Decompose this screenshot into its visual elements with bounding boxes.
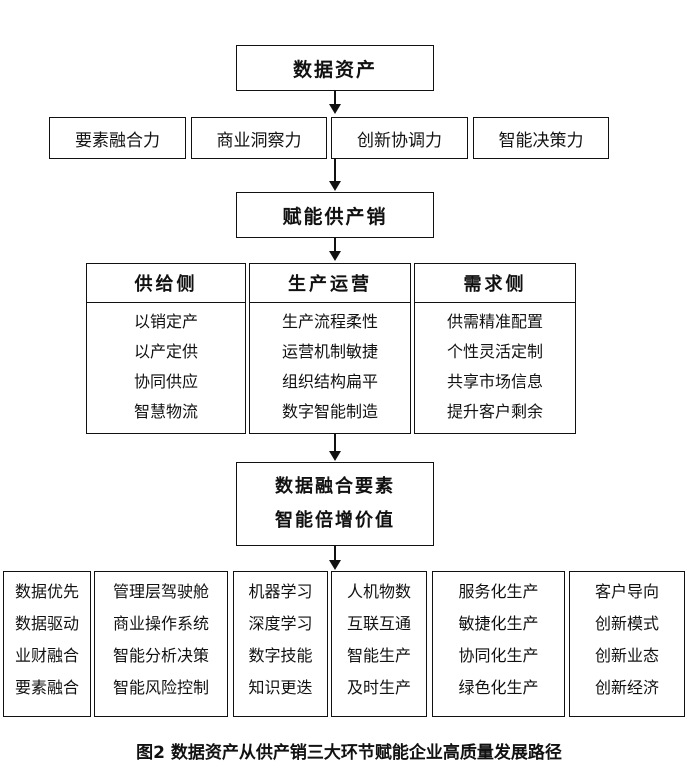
list-item: 数字智能制造 bbox=[281, 402, 378, 421]
column-title: 供给侧 bbox=[87, 264, 245, 303]
production-column: 生产运营 生产流程柔性 运营机制敏捷 组织结构扁平 数字智能制造 bbox=[249, 263, 411, 434]
column-title: 生产运营 bbox=[250, 264, 410, 303]
value-box: 数据融合要素 智能倍增价值 bbox=[236, 462, 434, 546]
list-item: 智能生产 bbox=[346, 646, 411, 665]
list-item: 生产流程柔性 bbox=[281, 312, 378, 331]
list-item: 创新经济 bbox=[594, 678, 659, 697]
value-line: 智能倍增价值 bbox=[275, 510, 395, 531]
list-item: 组织结构扁平 bbox=[281, 372, 378, 391]
capability-box: 智能决策力 bbox=[473, 117, 609, 159]
list-item: 商业操作系统 bbox=[112, 614, 209, 633]
list-item: 个性灵活定制 bbox=[446, 342, 543, 361]
capability-box: 要素融合力 bbox=[49, 117, 186, 159]
connector bbox=[334, 434, 336, 453]
list-item: 业财融合 bbox=[14, 646, 79, 665]
list-item: 数字技能 bbox=[248, 646, 313, 665]
data-asset-box: 数据资产 bbox=[236, 45, 434, 91]
list-item: 数据优先 bbox=[14, 582, 79, 601]
bottom-box: 数据优先 数据驱动 业财融合 要素融合 bbox=[3, 571, 91, 717]
list-item: 智慧物流 bbox=[133, 402, 198, 421]
bottom-box: 服务化生产 敏捷化生产 协同化生产 绿色化生产 bbox=[432, 571, 565, 717]
column-title: 需求侧 bbox=[415, 264, 575, 303]
list-item: 互联互通 bbox=[346, 614, 411, 633]
list-item: 深度学习 bbox=[248, 614, 313, 633]
list-item: 创新模式 bbox=[594, 614, 659, 633]
connector bbox=[334, 238, 336, 253]
connector bbox=[334, 159, 336, 183]
list-item: 协同化生产 bbox=[458, 646, 539, 665]
list-item: 敏捷化生产 bbox=[458, 614, 539, 633]
list-item: 人机物数 bbox=[346, 582, 411, 601]
list-item: 绿色化生产 bbox=[458, 678, 539, 697]
arrow-down-icon bbox=[329, 451, 341, 461]
list-item: 知识更迭 bbox=[248, 678, 313, 697]
bottom-box: 客户导向 创新模式 创新业态 创新经济 bbox=[569, 571, 685, 717]
figure-caption: 图2 数据资产从供产销三大环节赋能企业高质量发展路径 bbox=[136, 743, 562, 763]
capability-box: 商业洞察力 bbox=[191, 117, 327, 159]
arrow-down-icon bbox=[329, 181, 341, 191]
arrow-down-icon bbox=[329, 251, 341, 261]
list-item: 共享市场信息 bbox=[446, 372, 543, 391]
list-item: 协同供应 bbox=[133, 372, 198, 391]
list-item: 管理层驾驶舱 bbox=[112, 582, 209, 601]
value-line: 数据融合要素 bbox=[275, 476, 395, 497]
list-item: 服务化生产 bbox=[458, 582, 539, 601]
list-item: 机器学习 bbox=[248, 582, 313, 601]
list-item: 智能风险控制 bbox=[112, 678, 209, 697]
list-item: 以产定供 bbox=[133, 342, 198, 361]
empower-box: 赋能供产销 bbox=[236, 192, 434, 238]
list-item: 创新业态 bbox=[594, 646, 659, 665]
list-item: 运营机制敏捷 bbox=[281, 342, 378, 361]
list-item: 智能分析决策 bbox=[112, 646, 209, 665]
list-item: 供需精准配置 bbox=[446, 312, 543, 331]
bottom-box: 机器学习 深度学习 数字技能 知识更迭 bbox=[233, 571, 328, 717]
connector bbox=[334, 546, 336, 562]
bottom-box: 管理层驾驶舱 商业操作系统 智能分析决策 智能风险控制 bbox=[94, 571, 228, 717]
list-item: 客户导向 bbox=[594, 582, 659, 601]
list-item: 要素融合 bbox=[14, 678, 79, 697]
demand-side-column: 需求侧 供需精准配置 个性灵活定制 共享市场信息 提升客户剩余 bbox=[414, 263, 576, 434]
list-item: 数据驱动 bbox=[14, 614, 79, 633]
list-item: 以销定产 bbox=[133, 312, 198, 331]
bottom-box: 人机物数 互联互通 智能生产 及时生产 bbox=[331, 571, 427, 717]
arrow-down-icon bbox=[329, 104, 341, 114]
list-item: 提升客户剩余 bbox=[446, 402, 543, 421]
arrow-down-icon bbox=[329, 560, 341, 570]
connector bbox=[334, 91, 336, 106]
supply-side-column: 供给侧 以销定产 以产定供 协同供应 智慧物流 bbox=[86, 263, 246, 434]
list-item: 及时生产 bbox=[346, 678, 411, 697]
capability-box: 创新协调力 bbox=[331, 117, 468, 159]
